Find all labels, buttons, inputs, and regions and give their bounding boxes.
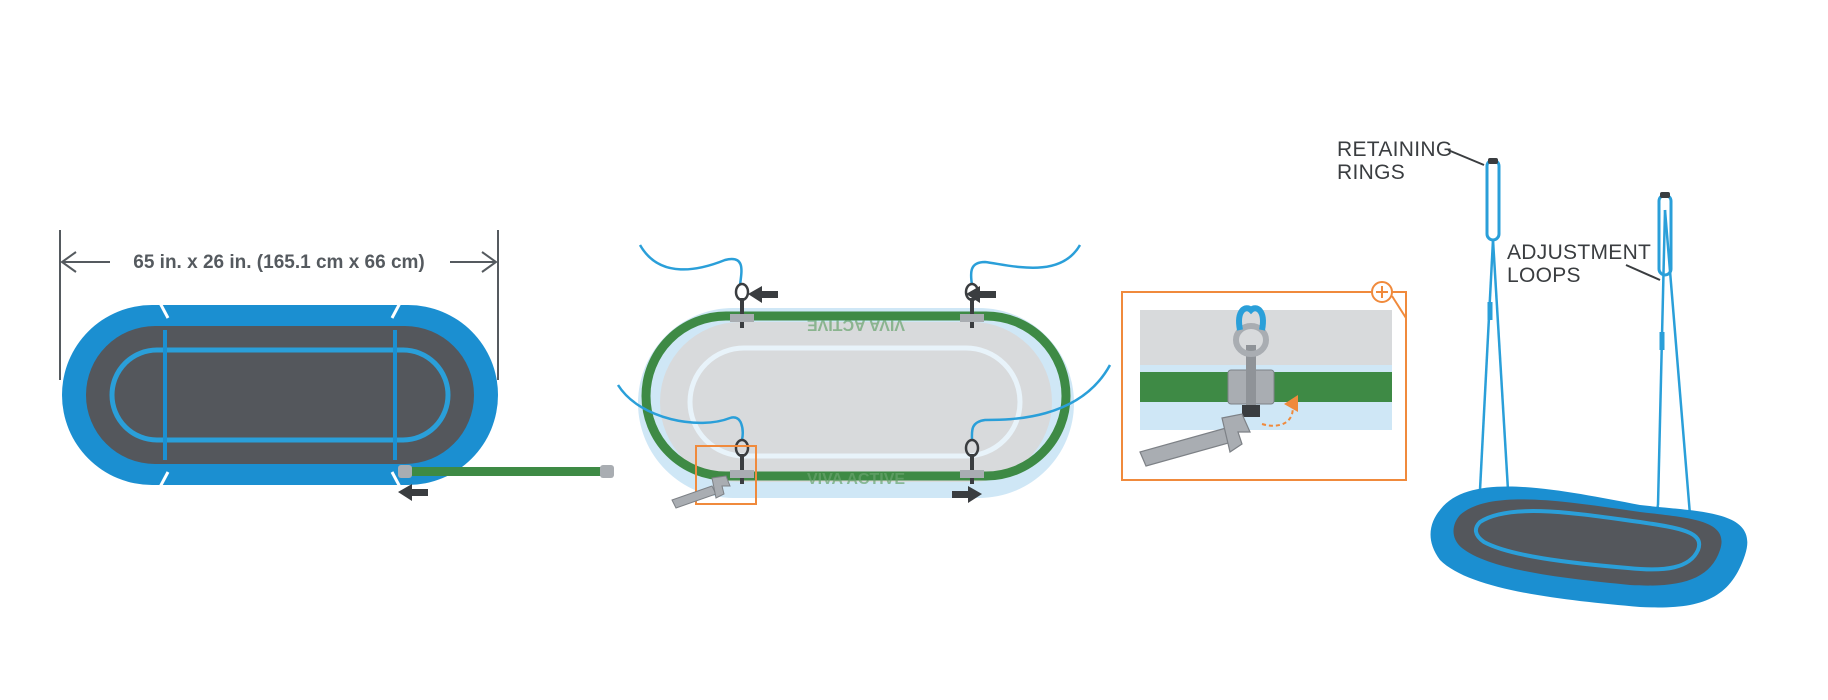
- callout-adjustment-loops: ADJUSTMENT LOOPS: [1507, 241, 1661, 287]
- step-1-seat-dimensions: 65 in. x 26 in. (165.1 cm x 66 cm): [59, 230, 614, 501]
- callout-retaining-rings: RETAINING RINGS: [1337, 138, 1485, 184]
- step-4-hanging-swing: RETAINING RINGS ADJUSTMENT LOOPS: [1337, 138, 1748, 608]
- arrow-left-icon: [398, 484, 428, 501]
- step-2-frame-ropes: VIVA ACTIVE VIVA ACTIVE: [616, 244, 1112, 509]
- wrench-icon: [1139, 413, 1251, 467]
- brand-text-top: VIVA ACTIVE: [807, 316, 905, 333]
- dimension-label: 65 in. x 26 in. (165.1 cm x 66 cm): [133, 252, 425, 273]
- green-frame: [641, 311, 1071, 481]
- step-3-zoom-detail: [1121, 281, 1407, 481]
- zoom-highlight-box: [695, 445, 757, 505]
- adjustment-loops: [1487, 302, 1665, 350]
- frame-tube: [398, 465, 614, 478]
- swing-seat-perspective: [1430, 486, 1748, 608]
- callout-adjustment-loops-line1: ADJUSTMENT: [1507, 241, 1651, 264]
- brand-text-bottom: VIVA ACTIVE: [807, 471, 905, 488]
- dimension-line: [59, 230, 499, 380]
- ropes: [616, 244, 1112, 441]
- arrow-left-icon: [748, 286, 778, 303]
- zoom-plus-icon: [1371, 281, 1393, 303]
- callout-retaining-rings-line1: RETAINING: [1337, 138, 1452, 161]
- callout-retaining-rings-line2: RINGS: [1337, 161, 1405, 184]
- wrench-icon: [671, 475, 731, 509]
- swing-seat-top-view: [62, 302, 498, 488]
- arrow-right-icon: [952, 486, 982, 503]
- arrow-left-icon: [966, 286, 996, 303]
- callout-adjustment-loops-line2: LOOPS: [1507, 264, 1581, 287]
- eye-bolts: [730, 282, 984, 484]
- curved-arrow-icon: [1261, 395, 1298, 427]
